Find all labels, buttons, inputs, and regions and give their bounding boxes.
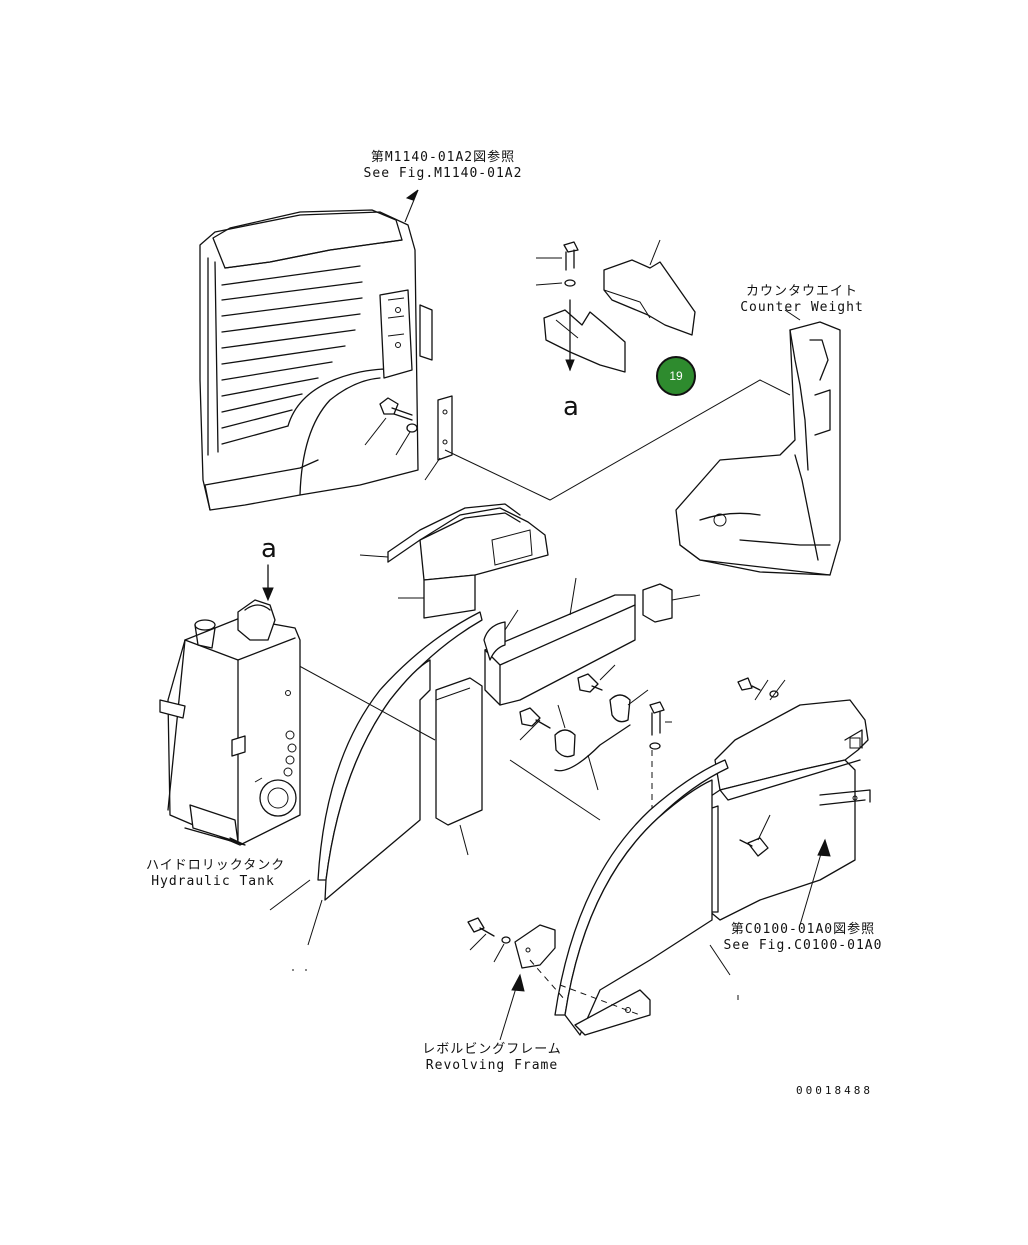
revolving-frame-label-jp: レボルビングフレーム [422,1042,562,1057]
rear-cover-reference-jp: 第M1140-01A2図参照 [370,150,516,165]
tall-pad [435,677,483,856]
part-callout-19[interactable]: 19 [656,356,696,396]
view-a-letter-top: a [563,392,579,422]
drawing-number: 00018488 [796,1084,873,1097]
revolving-frame-label: レボルビングフレーム Revolving Frame [420,1042,564,1074]
curved-seal-right [554,759,739,1036]
view-a-letter-tank: a [261,534,277,564]
cover-reference-label: 第C0100-01A0図参照 See Fig.C0100-01A0 [722,922,884,954]
right-cover-assembly [704,677,871,921]
curved-seal-left [269,611,483,946]
small-block [642,583,701,623]
rear-cover-assembly [199,209,433,511]
long-cushion [484,577,636,706]
arc-piece [483,609,519,661]
hydraulic-tank-label: ハイドロリックタンク Hydraulic Tank [146,858,286,890]
revolving-frame-label-en: Revolving Frame [425,1058,559,1073]
counterweight-label: カウンタウエイト Counter Weight [738,284,866,316]
counterweight-part [675,309,841,576]
hydraulic-tank-label-en: Hydraulic Tank [151,874,275,889]
rear-cover-reference-en: See Fig.M1140-01A2 [363,166,523,181]
clamp-bolts [519,664,672,870]
hydraulic-tank-part [159,564,301,846]
bottom-bolt-plate [467,917,566,1001]
sub-plate [398,574,476,619]
bolt-washer-bracket-left [364,395,453,481]
top-bracket-assembly [535,239,696,373]
cover-reference-label-en: See Fig.C0100-01A0 [723,938,883,953]
counterweight-label-en: Counter Weight [740,300,864,315]
counterweight-label-jp: カウンタウエイト [745,284,858,299]
cover-reference-label-jp: 第C0100-01A0図参照 [730,922,876,937]
hydraulic-tank-label-jp: ハイドロリックタンク [146,858,286,873]
top-cover-plate [359,503,549,581]
rear-cover-reference-label: 第M1140-01A2図参照 See Fig.M1140-01A2 [358,150,528,182]
